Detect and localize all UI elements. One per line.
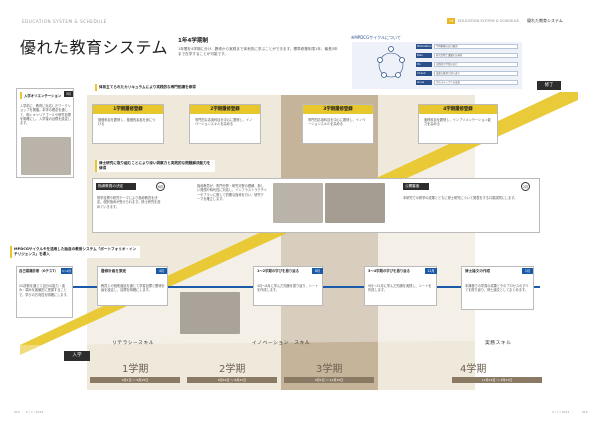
cycle-card-2: 履修計画を策定 4月 教員との個別面談を通じて学習目標と履修計画を設定し、目標を… [97,266,168,306]
defense-text: 本研究での修学の成果とともに修士研究について発表をする口頭試問にします。 [403,196,518,200]
course-text: 専門的応用科目を中心に履修し、イノベーションスキルを高める [308,118,366,127]
term-heading: 1年4学期制 [178,38,209,44]
term-description: 1年間を4学期に分け、履修から実践まで体系的に学ぶことができます。標準修業年限1… [178,47,338,57]
course-heading: 2学期履修登録 [190,105,260,114]
cycle-badge: 8月 [312,268,323,274]
term-dates-3: 9月1日 〜 11月15日 [284,377,374,383]
orientation-photo [21,137,71,175]
term-column-1 [87,95,184,390]
pdcg-step-desc: 次のステップへの成長 [434,80,518,85]
seminar-photo [325,183,385,223]
thesis-decision-badge: 6月 [156,182,165,191]
cycle-title: 1〜2学期の学びを振り返る [257,269,300,273]
term-label-1: 1学期 [122,364,149,375]
cycle-title: 自己認識診断（GテスT） [19,269,59,273]
pdcg-step-label: Do [416,62,432,67]
page-title: 優れた教育システム [20,38,169,57]
course-card-3: 3学期履修登録 専門的応用科目を中心に履修し、イノベーションスキルを高める [302,104,374,144]
cycle-badge: 1月 [522,268,533,274]
course-text: 実践科目を履修し、インプリメンテーション能力を高める [424,118,491,127]
pdcg-step-label: Plan [416,53,432,58]
cycle-text: 9月〜12月に学んだ知識を実践し、シートを作成します。 [368,284,432,293]
thesis-card: 指導教員の決定 6月 修学目標や研究テーマにより指導教員を決定。個別指導が受けら… [92,178,540,233]
cycle-title: 修士論文の作成 [465,269,491,273]
thesis-decision-text: 修学目標や研究テーマにより指導教員を決定。個別指導が受けられます。修士研究を進め… [97,196,161,209]
term-label-2: 2学期 [219,364,246,375]
defense-badge: 2月 [521,182,530,191]
cycle-badge: 3〜4月 [61,268,72,274]
page-number-badge: 14 [447,18,455,24]
footer-date-right: S / 7 / 2023 [552,410,570,414]
pdcg-step-desc: 成果の確認と振り返り [434,71,518,76]
pdcg-step-label: Motivation [416,44,432,49]
cycle-badge: 4月 [156,268,167,274]
orientation-title: 入学オリエンテーション [20,92,64,99]
students-photo [180,292,240,334]
cycle-text: 本課程での学習の成果とそのプロセスのすべてを振り返り、修士論文としてまとめます。 [465,284,529,293]
course-card-1: 1学期履修登録 基礎科目を履修し、基礎的素養を身につける [92,104,164,144]
pdcg-step-desc: 学習動機の自己確認 [434,44,518,49]
cycle-text: GS診断を通じて自分の能力・強み・弱みを客観的に把握することで、学びの方向性を明… [19,284,70,297]
cycle-diagram-icon [377,46,405,78]
course-text: 基礎科目を履修し、基礎的素養を身につける [98,118,156,127]
cycle-title: 3〜4学期の学びを振り返る [368,269,411,273]
pdcg-step-label: Grow [416,80,432,85]
cycle-card-1: 自己認識診断（GテスT） 3〜4月 GS診断を通じて自分の能力・強み・弱みを客観… [16,266,73,318]
section-label-right: EDUCATION SYSTEM & SCHEDULE [458,19,520,23]
skill-innovation: イノベーション スキル [252,341,311,346]
thesis-middle-text: 指導教員が、専門分野・研究分野の理解、新しい発想や時代性に対応し、インフラストラ… [197,184,267,201]
cycle-title: 履修計画を策定 [101,269,127,273]
cycle-card-3: 1〜2学期の学びを振り返る 8月 4月〜8月に学んだ知識を振り返り、シートを作成… [253,266,323,306]
curriculum-note: 体系立てられたカリキュラムにより実践的な専門知識を修得 [95,84,205,91]
course-heading: 4学期履修登録 [419,105,497,114]
defense-title: 公開審査 [403,183,429,190]
pdcg-step-desc: 研究目標と課題の計画化 [434,53,518,58]
cycle-card-4: 3〜4学期の学びを振り返る 12月 9月〜12月に学んだ知識を実践し、シートを作… [364,266,437,306]
term-dates-4: 11月16日 〜 3月31日 [452,377,542,383]
cycle-text: 4月〜8月に学んだ知識を振り返り、シートを作成します。 [257,284,319,293]
page-title-right: 優れた教育システム [527,18,563,23]
enter-badge: 入学 [64,351,90,361]
course-text: 専門的な応用科目を中心に履修し、イノベーションスキルを高める [195,118,253,127]
course-card-4: 4学期履修登録 実践科目を履修し、インプリメンテーション能力を高める [418,104,498,144]
term-column-3 [281,95,378,390]
research-note: 修士研究に取り組むことにより深い洞察力と実践的な問題解決能力を修得 [95,160,215,172]
pdcg-title: ※MPDCGサイクルについて [351,35,401,40]
term-label-4: 4学期 [460,364,487,375]
footer-page-right: P15 [582,410,588,414]
cycle-card-5: 修士論文の作成 1月 本課程での学習の成果とそのプロセスのすべてを振り返り、修士… [461,266,534,310]
skill-practical: 実務スキル [485,341,512,346]
pdcg-step-label: Check [416,71,432,76]
cycle-badge: 12月 [425,268,437,274]
course-heading: 3学期履修登録 [303,105,373,114]
mpdcg-note: MPDCGサイクル※を活用した独自の教育システム「ポートフォリオ・インテリジェン… [10,246,140,258]
term-dates-2: 6月16日 〜 8月31日 [187,377,277,383]
term-label-3: 3学期 [316,364,343,375]
cycle-text: 教員との個別面談を通じて学習目標と履修計画を設定し、目標を明確にします。 [101,284,165,293]
course-heading: 1学期履修登録 [93,105,163,114]
course-card-2: 2学期履修登録 専門的な応用科目を中心に履修し、イノベーションスキルを高める [189,104,261,144]
footer-page-left: P14 [14,410,20,414]
thesis-decision-title: 指導教員の決定 [96,183,136,190]
pdcg-step-desc: 実践的な学習の実行 [434,62,518,67]
orientation-card: 入学オリエンテーション 3月 入学前に、教育に対応したワークショップを開催。本学… [16,88,74,178]
skill-literacy: リテラシースキル [112,341,155,346]
lecture-photo [273,183,323,223]
goal-badge: 修了 [537,81,561,90]
footer-date-left: S / 7 / 2023 [26,410,44,414]
orientation-text: 入学前に、教育に対応したワークショップを開催。本学の理念を通して、働くキャリアゴ… [20,104,71,126]
term-dates-1: 4月1日 〜 6月15日 [90,377,180,383]
section-label-left: EDUCATION SYSTEM & SCHEDULE [22,19,107,24]
orientation-badge: 3月 [64,91,73,97]
